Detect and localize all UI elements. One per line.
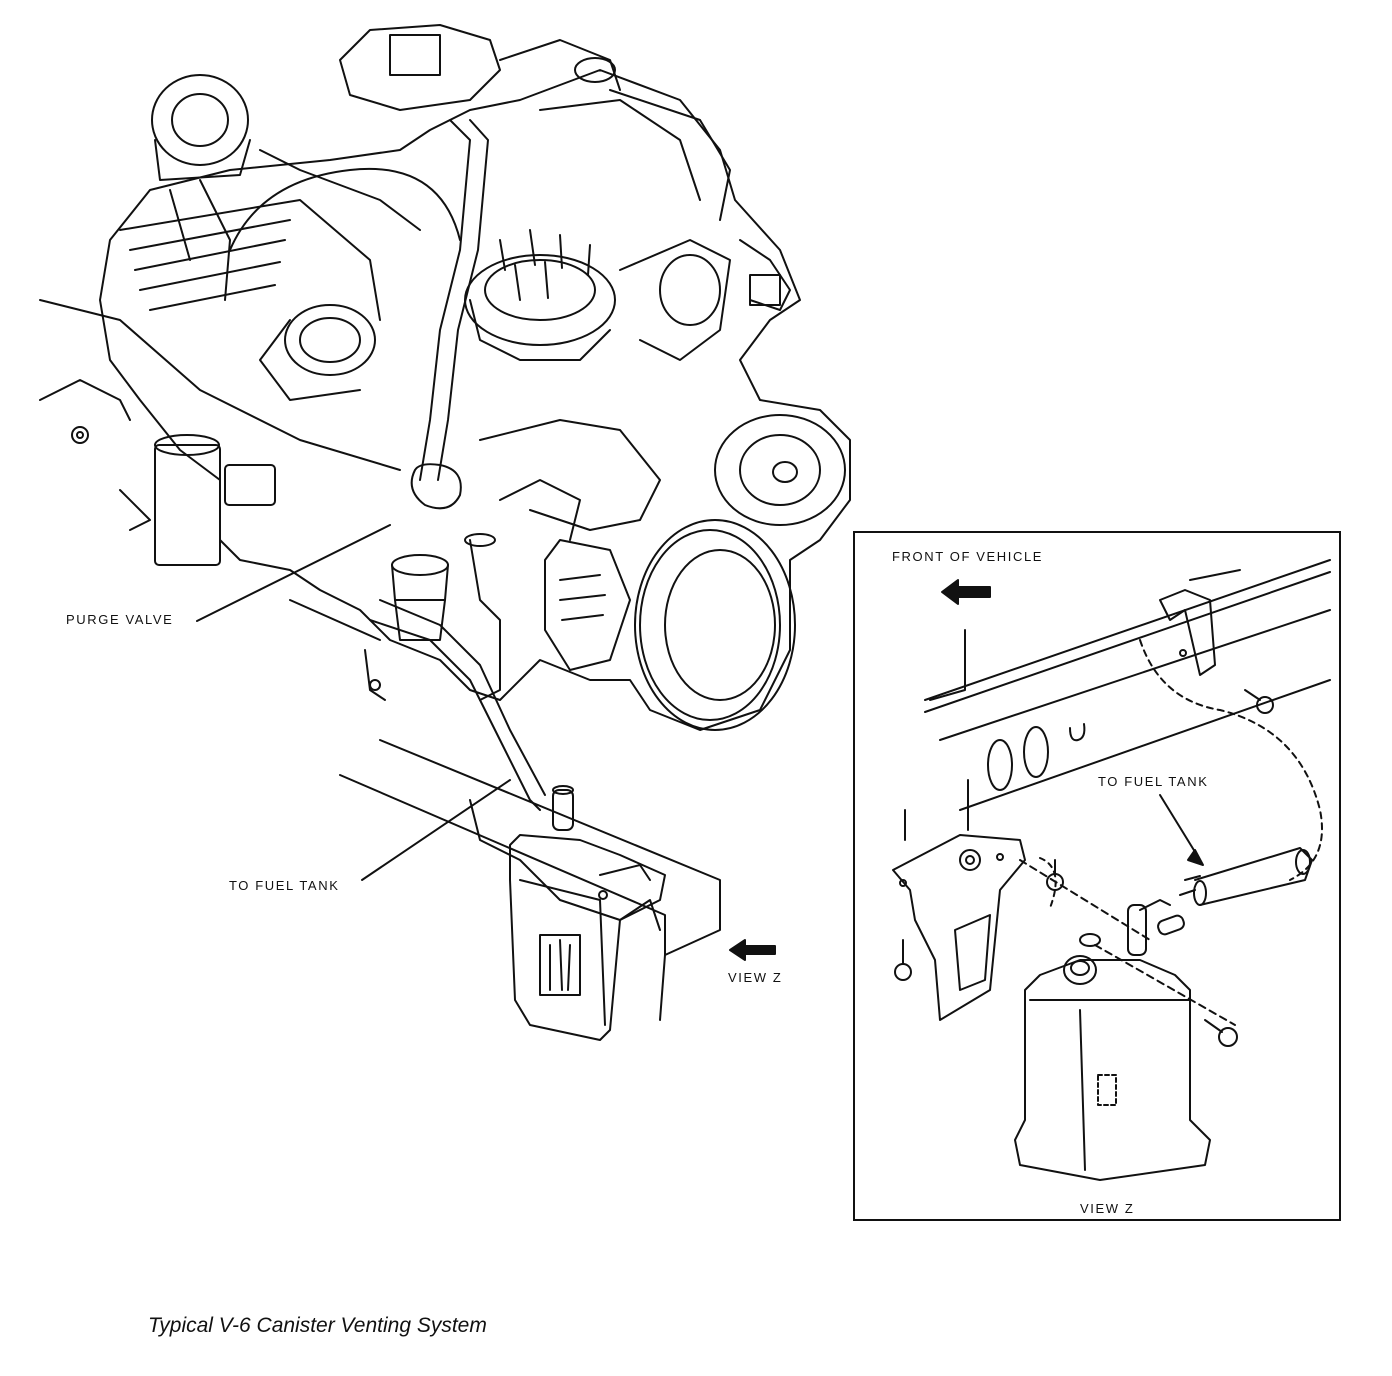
- inset-artwork: [892, 559, 1331, 1181]
- to-fuel-tank-label-inset: TO FUEL TANK: [1098, 774, 1209, 789]
- view-z-arrow-label: VIEW Z: [728, 970, 783, 985]
- canister-main: [509, 785, 666, 1041]
- view-z-inset-frame: [853, 531, 1341, 1221]
- figure-caption: Typical V-6 Canister Venting System: [148, 1314, 487, 1337]
- view-z-arrow: [729, 939, 776, 961]
- frame-rail-main: [289, 599, 721, 1021]
- purge-valve-leader: [196, 524, 391, 622]
- purge-valve-label: PURGE VALVE: [66, 612, 174, 627]
- engine-block: [39, 24, 851, 811]
- front-of-vehicle-label: FRONT OF VEHICLE: [892, 549, 1044, 564]
- to-fuel-tank-label-main: TO FUEL TANK: [229, 878, 340, 893]
- view-z-inset-label: VIEW Z: [1080, 1201, 1135, 1216]
- to-fuel-tank-leader: [361, 779, 511, 881]
